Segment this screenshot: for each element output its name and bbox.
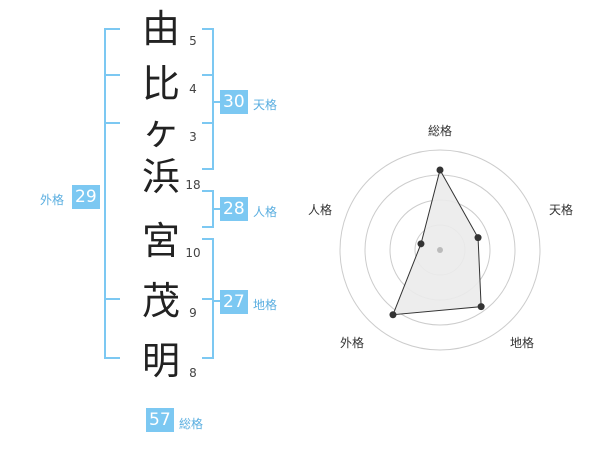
stroke-count: 9 [189, 306, 197, 320]
radar-point [389, 311, 397, 319]
stroke-count: 3 [189, 130, 197, 144]
radar-point [436, 166, 444, 174]
radar-axis-label: 外格 [340, 336, 365, 350]
chikaku-label: 地格 [253, 298, 278, 312]
gaikaku-label: 外格 [40, 193, 65, 207]
name-char: 由 [141, 7, 180, 51]
radar-axis-label: 総格 [428, 124, 453, 138]
tenkaku-bracket-tick [202, 74, 214, 76]
jinkaku-bracket-tick [202, 190, 214, 192]
soukaku-label: 総格 [179, 417, 204, 431]
name-char: 比 [141, 62, 180, 106]
radar-series-polygon [392, 168, 482, 316]
radar-point [417, 240, 425, 248]
tenkaku-label: 天格 [253, 98, 278, 112]
radar-point [477, 303, 485, 311]
chikaku-bracket-tick [202, 238, 214, 240]
name-char: ヶ [141, 109, 180, 153]
gaikaku-bracket-tick [104, 74, 120, 76]
gaikaku-bracket-vertical [104, 28, 106, 359]
gaikaku-bracket-tick [104, 357, 120, 359]
radar-axis-label: 地格 [510, 336, 535, 350]
stroke-count: 18 [185, 178, 201, 192]
name-char: 明 [141, 339, 180, 383]
tenkaku-bracket-tick [202, 28, 214, 30]
stroke-count: 8 [189, 366, 197, 380]
name-char: 浜 [141, 155, 180, 199]
stroke-count: 4 [189, 82, 197, 96]
tenkaku-bracket-tick [202, 168, 214, 170]
chikaku-bracket-tick [202, 298, 214, 300]
tenkaku-bracket-vertical [212, 28, 214, 170]
soukaku-badge: 57 [146, 408, 174, 432]
stroke-count: 10 [185, 246, 201, 260]
gaikaku-bracket-tick [104, 298, 120, 300]
tenkaku-bracket-tick [202, 122, 214, 124]
jinkaku-connector [212, 208, 220, 210]
chikaku-connector [212, 300, 220, 302]
gaikaku-bracket-tick [104, 122, 120, 124]
radar-axis-label: 天格 [549, 203, 574, 217]
radar-grid-ring [339, 149, 541, 351]
jinkaku-bracket-tick [202, 226, 214, 228]
tenkaku-connector [212, 101, 220, 103]
jinkaku-label: 人格 [253, 205, 278, 219]
jinkaku-badge: 28 [220, 197, 248, 221]
radar-axis-label: 人格 [308, 203, 333, 217]
name-char: 茂 [141, 279, 180, 323]
radar-point [474, 234, 482, 242]
chikaku-bracket-tick [202, 357, 214, 359]
radar-center-dot [437, 247, 443, 253]
stroke-count: 5 [189, 34, 197, 48]
gaikaku-badge: 29 [72, 185, 100, 209]
chikaku-badge: 27 [220, 290, 248, 314]
gaikaku-bracket-tick [104, 28, 120, 30]
tenkaku-badge: 30 [220, 90, 248, 114]
name-char: 宮 [141, 219, 180, 263]
